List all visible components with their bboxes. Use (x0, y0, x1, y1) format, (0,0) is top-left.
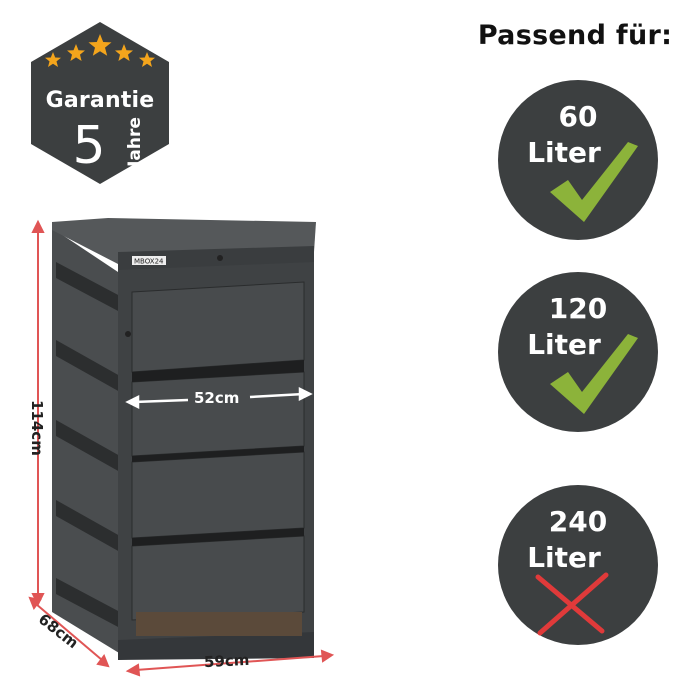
warranty-badge: Garantie 5 Jahre (29, 20, 171, 186)
star-icon (139, 52, 155, 67)
capacity-number: 120 (548, 292, 608, 325)
star-icon (88, 34, 112, 56)
star-icon (67, 44, 85, 61)
checkmark-icon (550, 142, 638, 222)
capacity-number: 240 (548, 505, 608, 538)
capacity-circle-120: 120 Liter (498, 272, 658, 432)
width-dimension-label: 59cm (203, 650, 250, 672)
cross-icon (535, 572, 609, 636)
badge-number: 5 (72, 116, 106, 176)
bin-box-illustration: MBOX24 (28, 218, 335, 677)
capacity-circle-240: 240 Liter (498, 485, 658, 645)
checkmark-icon (550, 334, 638, 414)
brand-label: MBOX24 (134, 258, 164, 266)
capacity-circle-60: 60 Liter (498, 80, 658, 240)
inner-width-dimension-label: 52cm (194, 389, 240, 407)
capacity-unit: Liter (527, 136, 601, 169)
capacity-unit: Liter (527, 328, 601, 361)
capacity-number: 60 (558, 100, 598, 133)
star-icon (115, 44, 133, 61)
badge-title: Garantie (45, 88, 155, 113)
compatibility-heading: Passend für: (477, 20, 673, 51)
star-icon (45, 52, 61, 67)
capacity-unit: Liter (527, 541, 601, 574)
hexagon-badge-shape (31, 22, 169, 184)
height-dimension-label: 114cm (28, 400, 46, 456)
